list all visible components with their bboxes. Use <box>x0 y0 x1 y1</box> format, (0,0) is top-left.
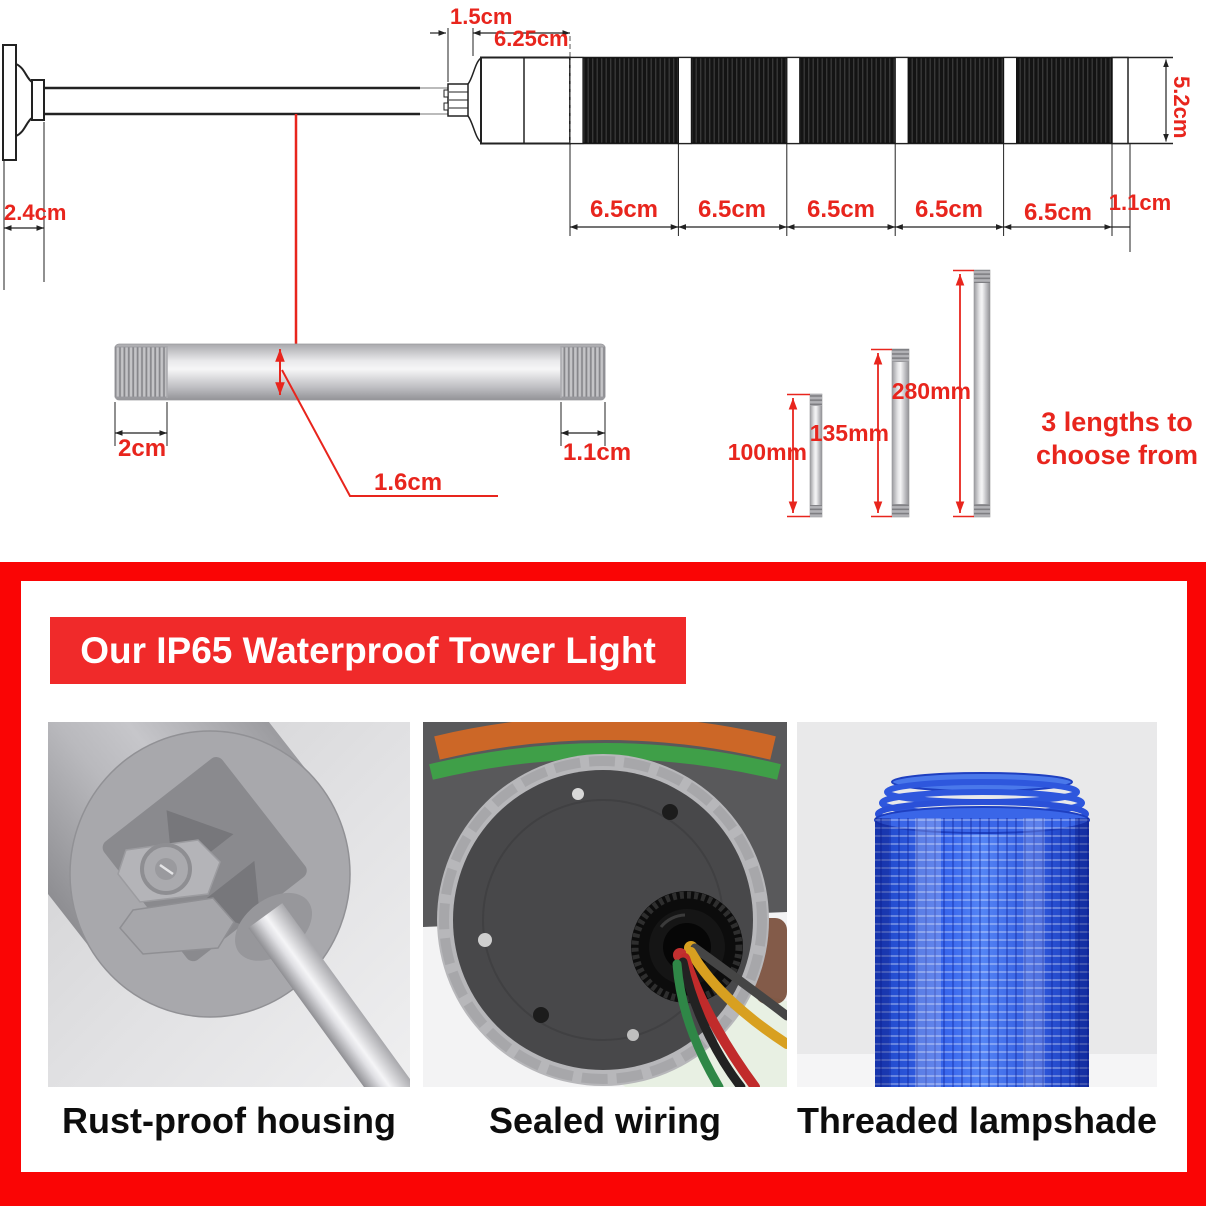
frame-right-bar <box>1187 562 1206 1206</box>
pole-length-135: 135mm <box>810 420 889 446</box>
pole-options-note: 3 lengths to choose from <box>1036 407 1198 470</box>
frame-left-bar <box>0 562 21 1206</box>
dim-thread-right: 1.1cm <box>563 439 631 466</box>
frame-top-bar <box>0 562 1206 581</box>
segment-dimensions <box>569 144 1131 252</box>
dim-thread-left: 2cm <box>118 435 166 462</box>
dim-pipe-dia: 1.6cm <box>374 469 442 496</box>
frame-bottom-bar <box>0 1172 1206 1206</box>
wall-mount-drawing <box>2 44 45 161</box>
panel-title: Our IP65 Waterproof Tower Light <box>80 629 656 671</box>
segment-dimension-labels: 6.5cm 6.5cm 6.5cm 6.5cm 6.5cm 1.1cm <box>590 190 1171 226</box>
wall-base-dimension: 2.4cm <box>3 122 66 290</box>
panel-title-box: Our IP65 Waterproof Tower Light <box>50 617 686 684</box>
caption-sealed-wiring: Sealed wiring <box>488 1100 722 1141</box>
lampshade-body <box>874 806 1090 1087</box>
caption-threaded-lampshade: Threaded lampshade <box>796 1100 1158 1141</box>
svg-text:6.5cm: 6.5cm <box>1024 199 1092 226</box>
svg-text:6.5cm: 6.5cm <box>590 196 658 223</box>
pipe-dimensions: 1.6cm 2cm 1.1cm <box>114 349 631 497</box>
pole-clamp <box>117 839 235 955</box>
tower-light-drawing <box>443 56 1173 145</box>
pole-length-280: 280mm <box>892 378 971 404</box>
svg-text:3 lengths to: 3 lengths to <box>1041 407 1193 437</box>
svg-text:6.5cm: 6.5cm <box>915 196 983 223</box>
caption-rust-proof-housing: Rust-proof housing <box>62 1100 396 1141</box>
dim-end-cap: 1.1cm <box>1109 190 1171 215</box>
head-dimensions: 1.5cm 6.25cm <box>430 4 571 143</box>
dim-connector: 1.5cm <box>450 4 512 29</box>
lamp-color-rings <box>429 722 781 780</box>
metal-pipe-photo <box>114 343 606 401</box>
photo-rust-proof-housing <box>48 722 410 1087</box>
svg-text:6.5cm: 6.5cm <box>698 196 766 223</box>
diameter-dimension: 5.2cm <box>1163 59 1194 142</box>
pole-length-100: 100mm <box>728 439 807 465</box>
lampshade-threads <box>875 772 1089 829</box>
pole-options: 100mm 135mm 280mm <box>728 269 991 518</box>
dim-body-dia: 5.2cm <box>1169 76 1194 138</box>
svg-text:6.5cm: 6.5cm <box>807 196 875 223</box>
photo-sealed-wiring <box>423 722 787 1087</box>
dim-base-len: 6.25cm <box>494 26 569 51</box>
dim-wall-base: 2.4cm <box>4 200 66 225</box>
wires <box>672 943 787 1087</box>
lamp-segments <box>582 57 1113 144</box>
dimension-diagram: 1.5cm 6.25cm 5.2cm 2.4cm <box>2 4 1198 518</box>
metal-pole <box>235 892 410 1087</box>
svg-text:choose from: choose from <box>1036 440 1198 470</box>
mount-pole-drawing <box>44 86 450 116</box>
photo-threaded-lampshade <box>797 722 1157 1087</box>
